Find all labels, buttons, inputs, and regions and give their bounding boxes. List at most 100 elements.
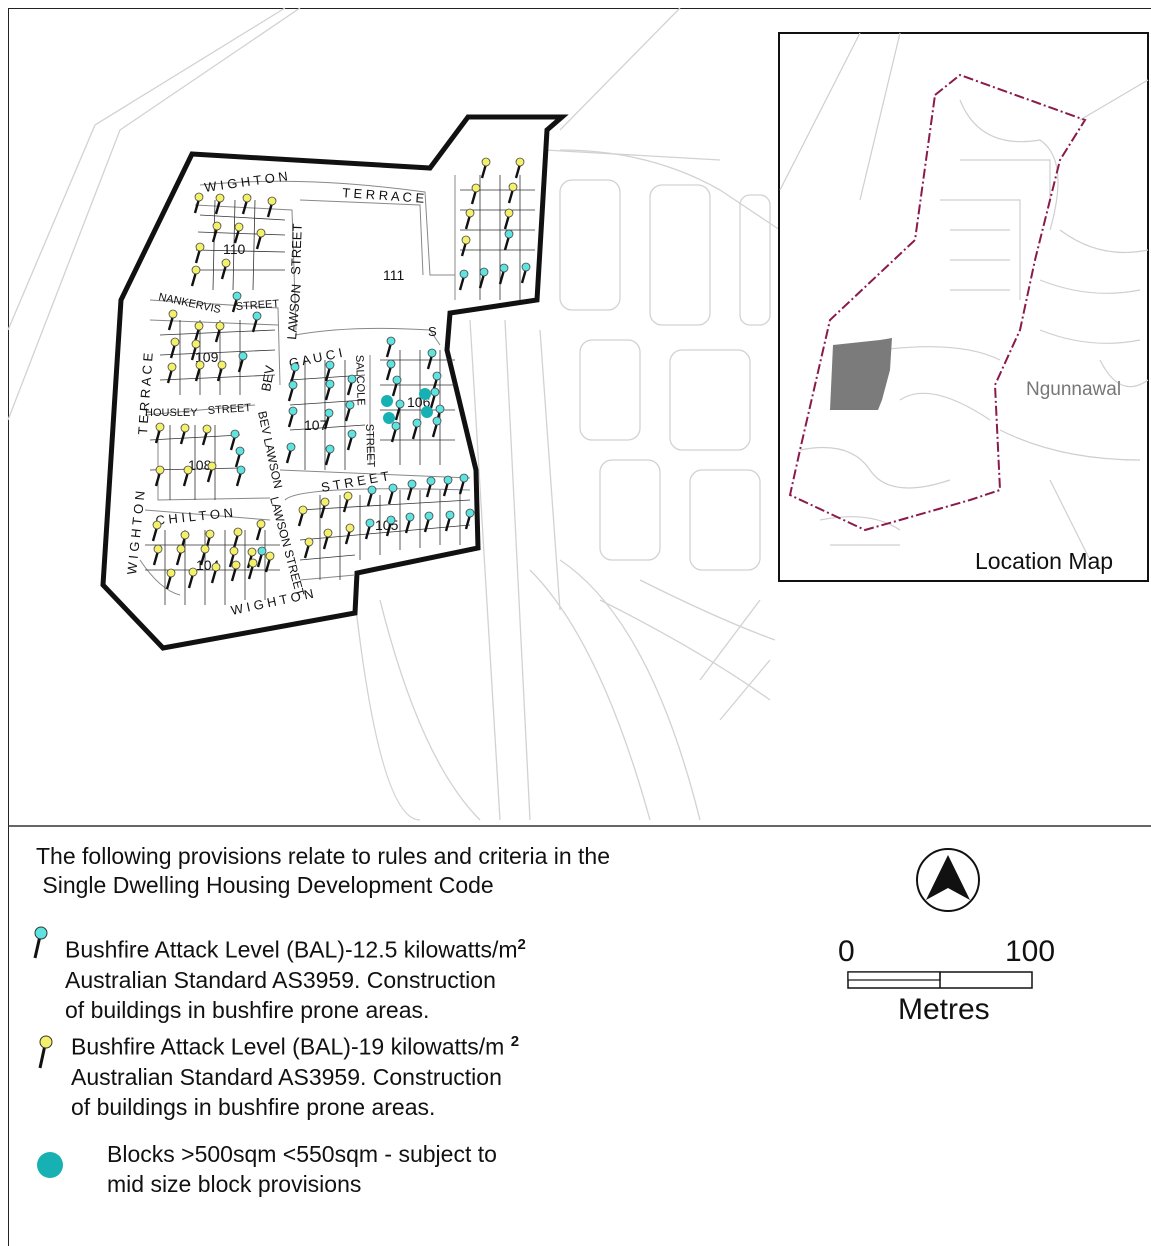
cyan-pin-marker — [464, 508, 475, 530]
cyan-pin-marker — [229, 429, 240, 451]
cyan-pin-marker — [346, 429, 357, 451]
yellow-pin-marker — [480, 157, 491, 179]
yellow-pin-marker — [255, 519, 266, 541]
yellow-pin-marker — [297, 505, 308, 527]
legend-item-bal-12-5-line1: Bushfire Attack Level (BAL)-12.5 kilowat… — [65, 936, 518, 963]
yellow-pin-marker — [190, 265, 201, 287]
legend-item-bal-12-5-sup: 2 — [517, 936, 526, 953]
scale-label-max: 100 — [1005, 935, 1056, 968]
cyan-pin-marker — [237, 351, 248, 373]
cyan-pin-marker — [444, 510, 455, 532]
cyan-pin-marker — [391, 375, 402, 397]
block-label-111: 111 — [383, 267, 404, 283]
legend-item-bal-19-sup: 2 — [510, 1033, 520, 1050]
yellow-pin-marker — [220, 258, 231, 280]
yellow-pin-marker — [179, 423, 190, 445]
yellow-pin-marker — [175, 544, 186, 566]
teal-dot-icon — [37, 1152, 63, 1178]
cyan-pin-marker — [498, 263, 509, 285]
yellow-pin-marker — [266, 196, 277, 218]
yellow-pin-marker — [194, 360, 205, 382]
block-label-108: 108 — [188, 457, 212, 473]
block-label-110: 110 — [223, 241, 246, 257]
legend-intro-line1: The following provisions relate to rules… — [36, 843, 611, 869]
legend-item-bal-12-5: Bushfire Attack Level (BAL)-12.5 kilowat… — [65, 930, 526, 1025]
legend-item-bal-19-line2: Australian Standard AS3959. Construction — [71, 1063, 502, 1090]
cyan-pin-marker — [385, 336, 396, 358]
street-label-housley-street: STREET — [207, 402, 251, 417]
street-label-terrace-top: T E R R A C E — [342, 185, 425, 206]
yellow-pin-marker — [206, 461, 217, 483]
yellow-pin-marker — [165, 568, 176, 590]
yellow-pin-icon — [38, 1035, 53, 1069]
legend-item-mid-size-line2: mid size block provisions — [107, 1171, 362, 1197]
yellow-pin-marker — [322, 528, 333, 550]
cyan-pin-marker — [235, 465, 246, 487]
yellow-pin-marker — [154, 422, 165, 444]
yellow-pin-marker — [464, 208, 475, 230]
location-map — [778, 32, 1149, 582]
cyan-pin-marker — [287, 380, 298, 402]
cyan-pin-marker — [324, 360, 335, 382]
yellow-pin-marker — [166, 362, 177, 384]
cyan-pin-marker — [404, 512, 415, 534]
cyan-pin-marker — [385, 515, 396, 537]
bal-pins — [151, 157, 531, 590]
cyan-pin-marker — [429, 387, 440, 409]
yellow-pin-marker — [247, 558, 258, 580]
yellow-pin-marker — [182, 465, 193, 487]
yellow-pin-marker — [319, 497, 330, 519]
cyan-pin-marker — [285, 442, 296, 464]
cyan-pin-marker — [478, 267, 489, 289]
legend-item-bal-19-line3: of buildings in bushfire prone areas. — [71, 1093, 436, 1120]
yellow-pin-marker — [199, 544, 210, 566]
yellow-pin-marker — [169, 337, 180, 359]
cyan-pin-marker — [366, 485, 377, 507]
mid-size-block-dot — [383, 412, 395, 424]
location-map-title: Location Map — [975, 548, 1114, 574]
yellow-pin-marker — [214, 321, 225, 343]
cyan-pin-marker — [324, 379, 335, 401]
cyan-pin-marker — [323, 408, 334, 430]
mid-size-block-dot — [381, 395, 393, 407]
suburb-boundary — [788, 73, 1087, 532]
block-label-107: 107 — [304, 417, 328, 433]
yellow-pin-marker — [230, 560, 241, 582]
cyan-pin-marker — [394, 399, 405, 421]
cyan-pin-marker — [426, 348, 437, 370]
yellow-pin-marker — [232, 527, 243, 549]
cyan-pin-icon — [33, 926, 48, 959]
cyan-pin-marker — [411, 418, 422, 440]
cyan-pin-marker — [364, 518, 375, 540]
yellow-pin-marker — [216, 360, 227, 382]
cyan-pin-marker — [385, 359, 396, 381]
yellow-pin-marker — [503, 208, 514, 230]
yellow-pin-marker — [342, 491, 353, 513]
yellow-pin-marker — [154, 465, 165, 487]
mid-size-block-dot — [421, 406, 433, 418]
yellow-pin-marker — [187, 567, 198, 589]
yellow-pin-marker — [167, 309, 178, 331]
legend-item-bal-12-5-line2: Australian Standard AS3959. Construction — [65, 966, 496, 993]
yellow-pin-marker — [201, 424, 212, 446]
yellow-pin-marker — [190, 339, 201, 361]
cyan-pin-marker — [406, 479, 417, 501]
yellow-pin-marker — [255, 228, 266, 250]
yellow-pin-marker — [460, 235, 471, 257]
cyan-pin-marker — [503, 229, 514, 251]
cyan-pin-marker — [344, 400, 355, 422]
scale-units-label: Metres — [898, 993, 990, 1026]
legend-item-bal-19-line1: Bushfire Attack Level (BAL)-19 kilowatts… — [71, 1033, 511, 1060]
cyan-pin-marker — [234, 446, 245, 468]
legend-item-mid-size-line1: Blocks >500sqm <550sqm - subject to — [107, 1141, 497, 1167]
cyan-pin-marker — [346, 374, 357, 396]
site-area — [830, 338, 892, 410]
location-map-suburb-label: Ngunnawal — [1026, 379, 1122, 400]
background-roads — [7, 7, 781, 821]
cyan-pin-marker — [520, 262, 531, 284]
yellow-pin-marker — [194, 242, 205, 264]
yellow-pin-marker — [241, 193, 252, 215]
cyan-pin-marker — [390, 421, 401, 443]
yellow-pin-marker — [344, 523, 355, 545]
